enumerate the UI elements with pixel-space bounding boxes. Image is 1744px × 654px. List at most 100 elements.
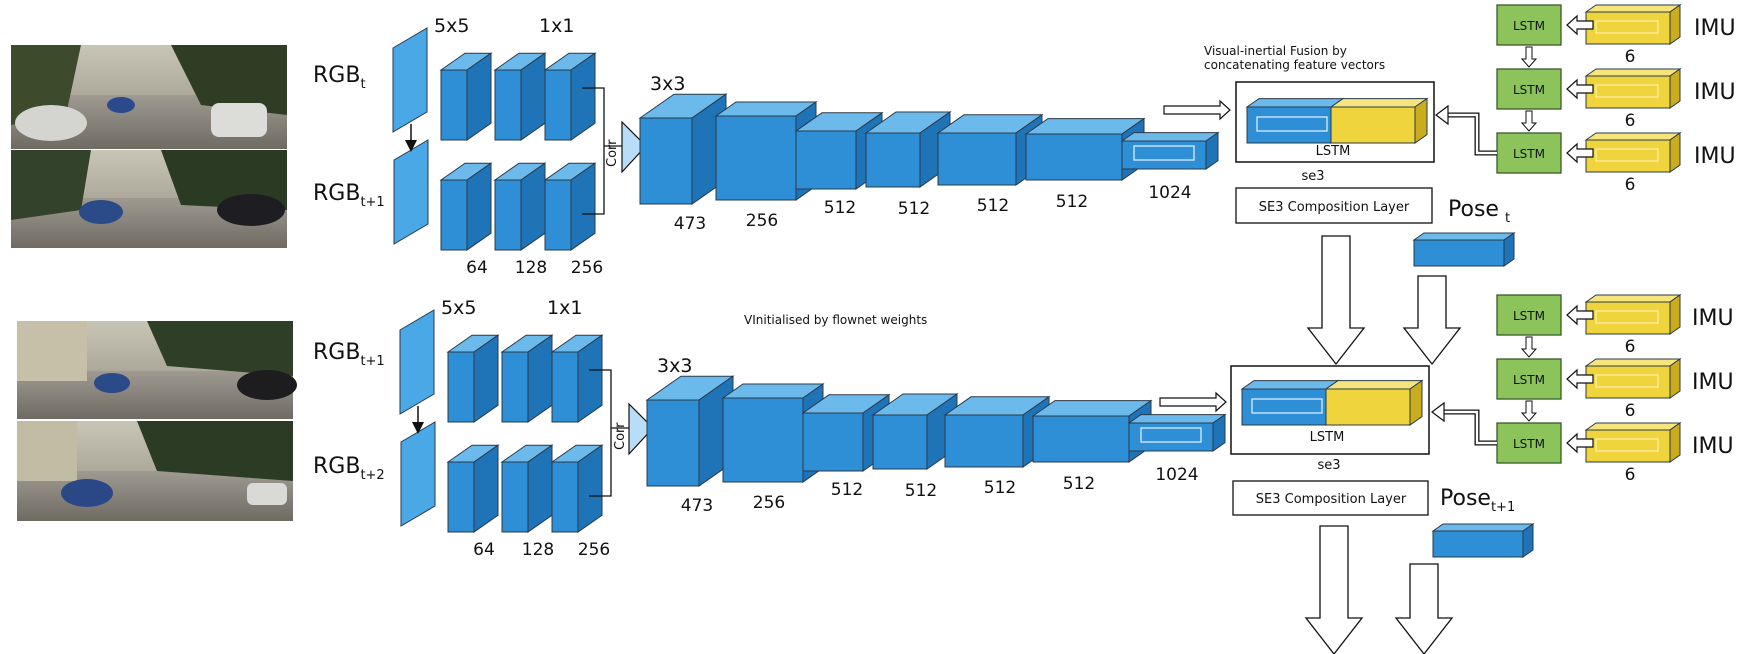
fusion-lstm-label: LSTM — [1316, 144, 1351, 159]
photo-thumbnail — [17, 321, 297, 419]
block-arrow-icon — [1566, 14, 1594, 36]
channel-label: 256 — [571, 258, 603, 278]
block-arrow-icon — [1306, 235, 1366, 366]
feature-vector-highlight — [1251, 398, 1323, 414]
init-note: VInitialised by flownet weights — [744, 313, 927, 327]
block-arrow-icon — [1163, 99, 1231, 121]
imu-label: IMU — [1692, 306, 1734, 331]
block-arrow-icon — [1304, 525, 1364, 654]
rgb-label: RGBt+1 — [313, 181, 385, 210]
block-arrow-icon — [1566, 368, 1594, 390]
channel-label: 256 — [578, 540, 610, 560]
photo-thumbnail — [17, 421, 293, 521]
se3-composition-label: SE3 Composition Layer — [1256, 492, 1407, 507]
lstm-cell-icon: LSTM — [1496, 294, 1562, 336]
input-frame-plane — [400, 421, 436, 527]
conv-block-icon — [493, 162, 547, 251]
rgb-label: RGBt+2 — [313, 454, 385, 483]
input-frame-plane — [393, 139, 429, 245]
imu-lstm-label: LSTM — [1513, 309, 1545, 323]
imu-dim-label: 6 — [1625, 111, 1636, 131]
conv-block-icon — [439, 52, 493, 141]
imu-to-fusion-arrow — [1448, 112, 1497, 156]
imu-to-fusion-arrow — [1444, 409, 1497, 446]
feature-vector-highlight — [1133, 145, 1195, 161]
imu-dim-label: 6 — [1625, 175, 1636, 195]
conv-block-icon — [550, 334, 604, 423]
channel-label: 512 — [898, 199, 930, 219]
channel-label: 473 — [681, 496, 713, 516]
channel-label: 512 — [831, 480, 863, 500]
block-arrow-icon — [1566, 142, 1594, 164]
feature-vector-highlight — [1140, 427, 1202, 443]
corr-bracket — [589, 369, 612, 497]
imu-highlight — [1595, 438, 1659, 452]
feature-vector-highlight — [1256, 116, 1328, 132]
channel-label: 512 — [1056, 192, 1088, 212]
se3-label: se3 — [1317, 458, 1340, 473]
corr-arrow-icon — [621, 120, 647, 174]
input-frame-plane — [399, 309, 435, 415]
fusion-note: Visual-inertial Fusion by — [1204, 44, 1347, 58]
kernel-size-label: 1x1 — [539, 15, 574, 37]
channel-label: 64 — [466, 258, 488, 278]
imu-dim-label: 6 — [1625, 47, 1636, 67]
block-arrow-icon — [1159, 391, 1227, 413]
channel-label: 256 — [753, 493, 785, 513]
conv-block-icon — [638, 93, 728, 205]
pose-label: Poset+1 — [1440, 486, 1515, 515]
imu-block-icon — [1584, 358, 1682, 399]
conv-block-icon — [645, 375, 735, 487]
conv-block-icon — [500, 334, 554, 423]
arrow-down-icon — [1520, 46, 1538, 68]
imu-block-icon — [1584, 132, 1682, 173]
imu-lstm-label: LSTM — [1513, 147, 1545, 161]
block-arrow-icon — [1566, 432, 1594, 454]
channel-label: 512 — [1063, 474, 1095, 494]
photo-thumbnail — [11, 45, 287, 149]
imu-lstm-label: LSTM — [1513, 83, 1545, 97]
conv-block-icon — [1120, 131, 1220, 170]
imu-highlight — [1595, 310, 1659, 324]
arrow-left-icon — [1435, 104, 1449, 126]
imu-stack: LSTM6IMULSTM6IMULSTM6IMULSTM6IMULSTM6IMU… — [1431, 4, 1736, 485]
conv-block-icon — [446, 444, 500, 533]
channel-label: 1024 — [1155, 465, 1198, 485]
imu-block-icon — [1584, 422, 1682, 463]
kernel-size-label: 3x3 — [657, 355, 692, 377]
lstm-cell-icon: LSTM — [1496, 132, 1562, 174]
imu-highlight — [1595, 148, 1659, 162]
corr-label: Corr — [605, 139, 620, 167]
channel-label: 64 — [473, 540, 495, 560]
pose-block-icon — [1431, 523, 1535, 558]
block-arrow-icon — [1566, 304, 1594, 326]
pose-block-icon — [1412, 232, 1516, 267]
imu-dim-label: 6 — [1625, 465, 1636, 485]
block-arrow-icon — [1566, 78, 1594, 100]
channel-label: 512 — [905, 481, 937, 501]
visual-feature-bar — [1240, 379, 1340, 426]
corr-label: Corr — [613, 422, 628, 450]
channel-label: 512 — [824, 198, 856, 218]
imu-label: IMU — [1694, 80, 1736, 105]
conv-block-icon — [1127, 413, 1227, 452]
corr-bracket — [582, 87, 605, 215]
kernel-size-label: 5x5 — [441, 297, 476, 319]
block-arrow-icon — [1402, 275, 1462, 366]
imu-lstm-label: LSTM — [1513, 19, 1545, 33]
conv-block-icon — [543, 162, 597, 251]
block-arrow-icon — [1394, 563, 1454, 654]
lstm-cell-icon: LSTM — [1496, 358, 1562, 400]
kernel-size-label: 1x1 — [547, 297, 582, 319]
kernel-size-label: 3x3 — [650, 73, 685, 95]
channel-label: 1024 — [1148, 183, 1191, 203]
imu-dim-label: 6 — [1625, 401, 1636, 421]
channel-label: 512 — [984, 478, 1016, 498]
conv-block-icon — [500, 444, 554, 533]
visual-feature-bar — [1245, 97, 1345, 144]
imu-block-icon — [1584, 294, 1682, 335]
imu-block-icon — [1584, 68, 1682, 109]
